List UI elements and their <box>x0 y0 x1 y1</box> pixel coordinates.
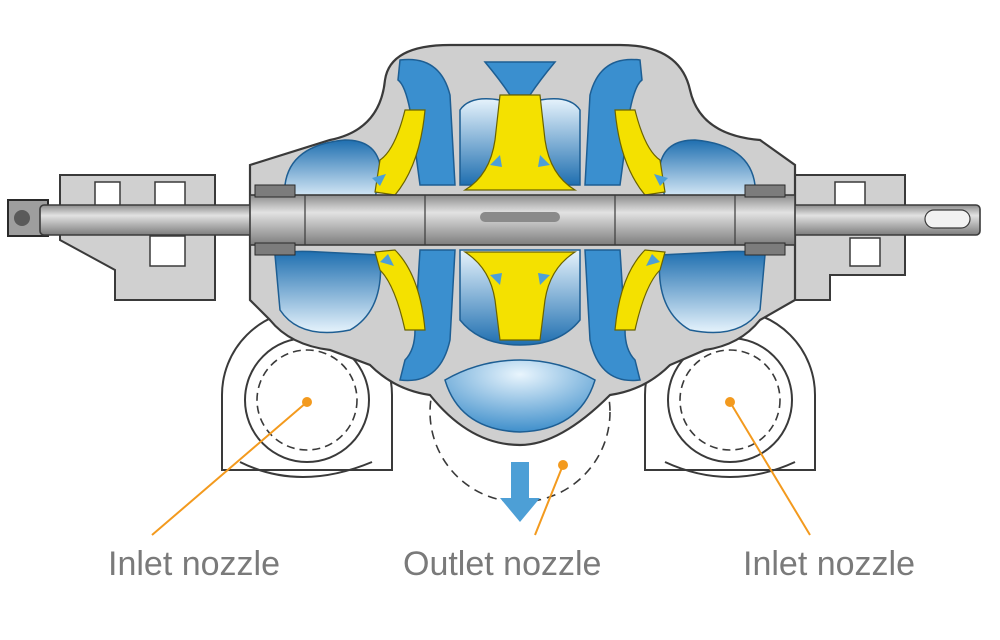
pump-shaft <box>39 194 981 246</box>
shaft-seals <box>254 184 786 256</box>
impeller-lower <box>374 249 666 341</box>
flow-arrows <box>372 155 668 285</box>
outlet-flow-arrow <box>500 462 540 522</box>
bearing-housing-right <box>789 174 906 301</box>
inlet-nozzle-left-label: Inlet nozzle <box>108 545 280 583</box>
bearing-housing-left <box>7 174 216 301</box>
inlet-nozzle-right-label: Inlet nozzle <box>743 545 915 583</box>
leader-lines <box>151 397 811 536</box>
impeller-upper <box>374 94 666 196</box>
outlet-nozzle-label: Outlet nozzle <box>403 545 602 583</box>
